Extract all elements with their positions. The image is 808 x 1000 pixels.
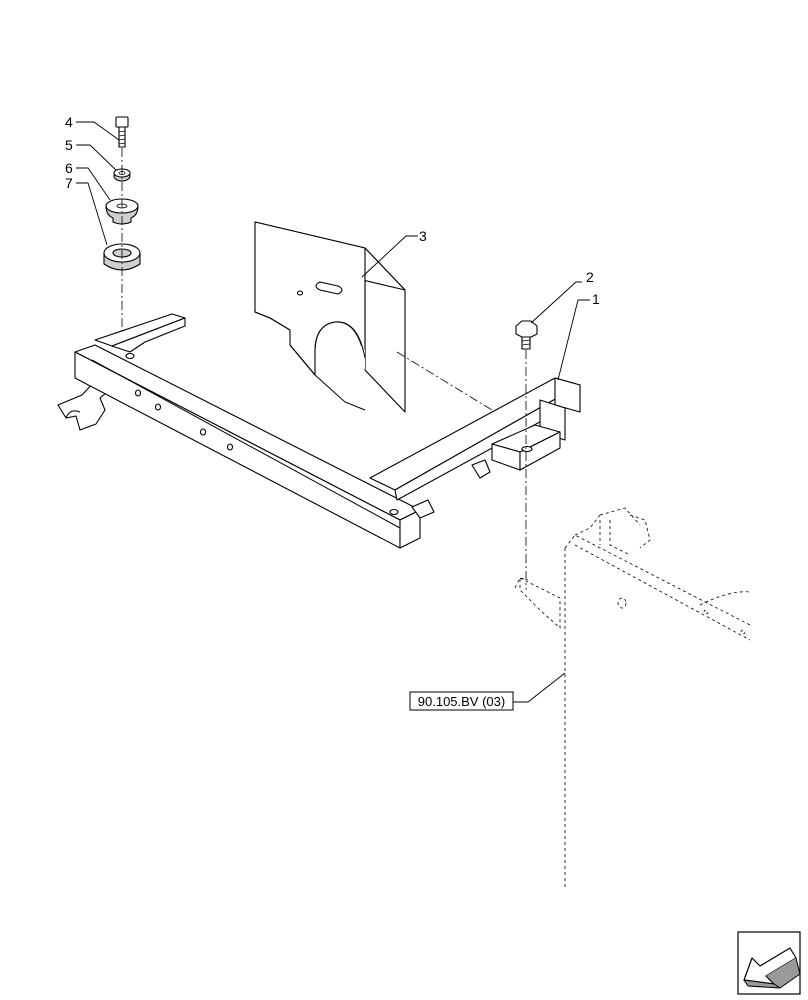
arrow-bottom-left-icon[interactable] bbox=[737, 931, 801, 995]
callout-3: 3 bbox=[419, 228, 427, 244]
bolt-part-4 bbox=[115, 116, 129, 148]
centerline-block bbox=[396, 351, 493, 411]
callout-2: 2 bbox=[586, 269, 594, 285]
chassis-reference-assembly bbox=[514, 507, 751, 888]
callout-6: 6 bbox=[65, 160, 73, 176]
reference-link-box[interactable]: 90.105.BV (03) bbox=[409, 691, 514, 711]
block-part-3 bbox=[254, 221, 406, 413]
callout-5: 5 bbox=[65, 137, 73, 153]
reference-label: 90.105.BV (03) bbox=[418, 694, 505, 709]
callout-4: 4 bbox=[65, 114, 73, 130]
bolt-part-2 bbox=[515, 320, 538, 350]
callout-7: 7 bbox=[65, 175, 73, 191]
frame-part-1 bbox=[57, 313, 581, 549]
leader-lines bbox=[76, 121, 590, 703]
callout-1: 1 bbox=[592, 291, 600, 307]
